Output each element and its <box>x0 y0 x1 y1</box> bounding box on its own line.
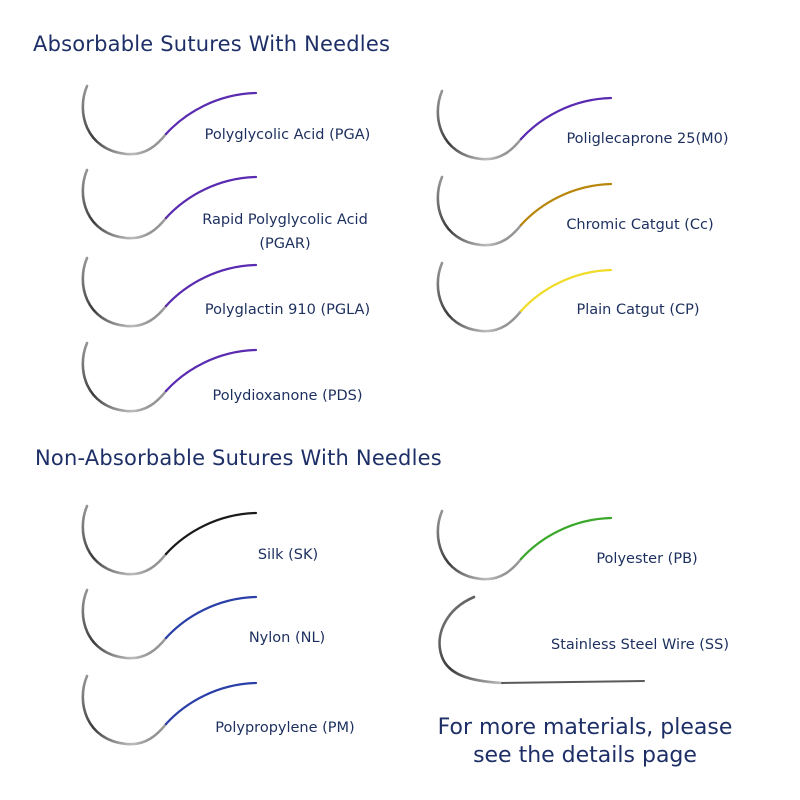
non-absorbable-heading: Non-Absorbable Sutures With Needles <box>35 446 442 470</box>
suture-icon-nylon <box>81 588 258 660</box>
label-nylon: Nylon (NL) <box>248 630 326 646</box>
suture-icon-pds <box>81 341 258 413</box>
suture-icon-pgar <box>81 168 258 240</box>
suture-icon-cp <box>436 261 613 333</box>
label-pga: Polyglycolic Acid (PGA) <box>204 127 371 143</box>
suture-icon-pgla <box>81 256 258 328</box>
suture-icon-cc <box>436 175 613 247</box>
suture-icon-silk <box>81 504 258 576</box>
label-pgla: Polyglactin 910 (PGLA) <box>204 302 371 318</box>
more-materials-line-1: For more materials, please <box>437 715 733 740</box>
absorbable-heading: Absorbable Sutures With Needles <box>33 32 391 56</box>
suture-icon-polyester <box>436 509 613 581</box>
label-polyester: Polyester (PB) <box>596 551 698 567</box>
label-m0: Poliglecaprone 25(M0) <box>566 131 729 147</box>
label-silk: Silk (SK) <box>257 547 319 563</box>
suture-icon-m0 <box>436 89 613 161</box>
more-materials-note: For more materials, please see the detai… <box>410 714 760 770</box>
label-pgar: Rapid Polyglycolic Acid (PGAR) <box>202 212 368 252</box>
more-materials-line-2: see the details page <box>473 743 697 768</box>
label-stainless-steel: Stainless Steel Wire (SS) <box>551 637 729 653</box>
label-polypropylene: Polypropylene (PM) <box>215 720 355 736</box>
wire-icon-stainless-steel <box>438 595 645 685</box>
label-cc: Chromic Catgut (Cc) <box>566 217 714 233</box>
suture-icon-polypropylene <box>81 674 258 746</box>
suture-icon-pga <box>81 84 258 156</box>
label-pds: Polydioxanone (PDS) <box>212 388 363 404</box>
label-cp: Plain Catgut (CP) <box>576 302 700 318</box>
